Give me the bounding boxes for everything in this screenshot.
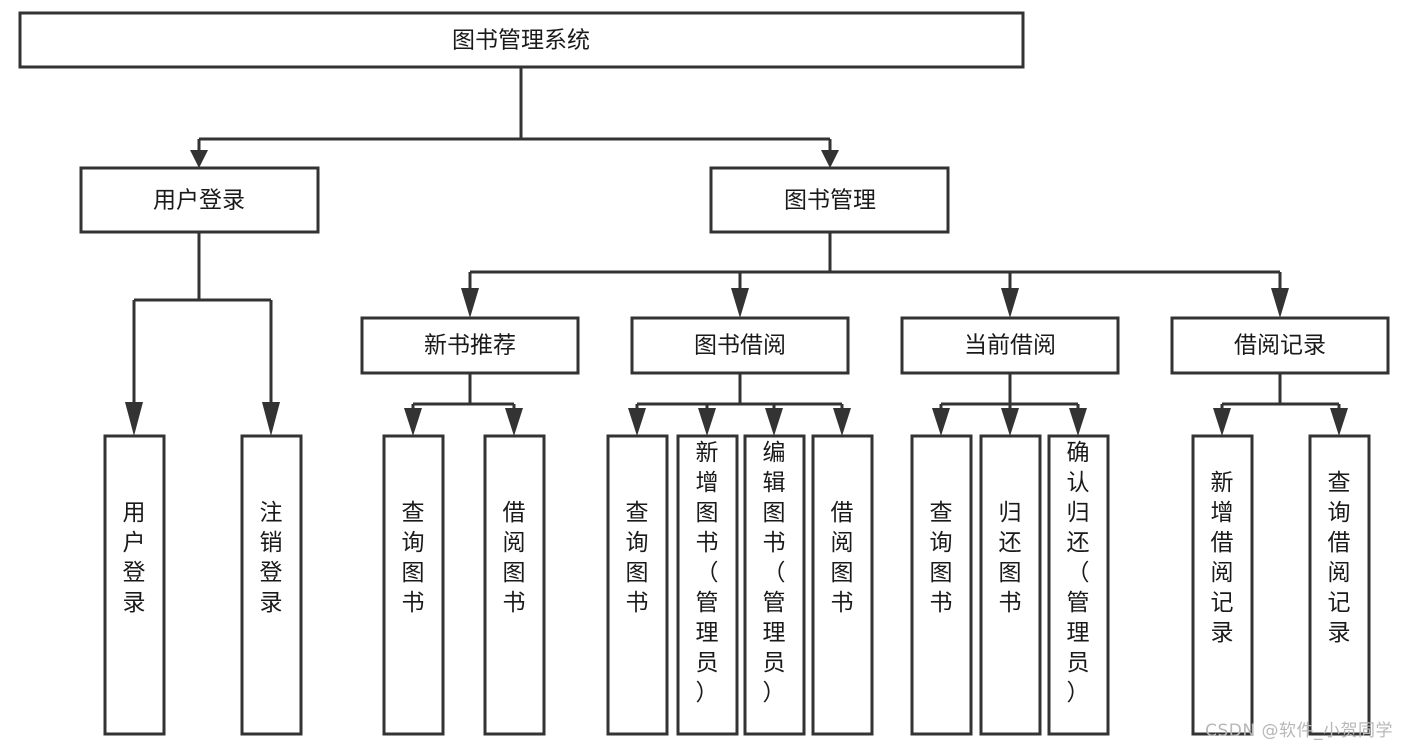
node-leaf-borrow-book-2[interactable]: 借阅图书 xyxy=(811,434,874,736)
node-leaf-add-record-label: 新增借阅记录 xyxy=(1211,470,1234,646)
node-login[interactable]: 用户登录 xyxy=(79,166,320,234)
node-current-box[interactable] xyxy=(900,316,1120,375)
node-record-box[interactable] xyxy=(1170,316,1390,375)
node-leaf-query-record-box[interactable] xyxy=(1308,434,1371,736)
arrow-head-leaf-confirm-return xyxy=(1069,408,1087,436)
arrow-head-leaf-borrow-book-1 xyxy=(505,408,523,436)
node-leaf-add-record[interactable]: 新增借阅记录 xyxy=(1191,434,1254,736)
node-leaf-query-book-3-label: 查询图书 xyxy=(930,500,953,616)
node-leaf-confirm-return-label: 确认归还（管理员） xyxy=(1067,440,1090,706)
arrow-head-leaf-user-login xyxy=(125,402,143,436)
node-leaf-query-record[interactable]: 查询借阅记录 xyxy=(1308,434,1371,736)
arrow-head-leaf-query-book-2 xyxy=(628,408,646,436)
connector-layer xyxy=(125,67,1348,436)
node-leaf-borrow-book-1-box[interactable] xyxy=(483,434,546,736)
node-leaf-query-book-2-label: 查询图书 xyxy=(626,500,649,616)
node-newbook-label: 新书推荐 xyxy=(424,333,516,359)
arrow-head-leaf-return-book xyxy=(1001,408,1019,436)
node-borrow-box[interactable] xyxy=(630,316,850,375)
node-leaf-borrow-book-1-label: 借阅图书 xyxy=(503,500,526,616)
node-leaf-query-book-3-box[interactable] xyxy=(910,434,973,736)
node-leaf-borrow-book-2-box[interactable] xyxy=(811,434,874,736)
arrow-head-leaf-add-record xyxy=(1213,408,1231,436)
node-leaf-add-record-box[interactable] xyxy=(1191,434,1254,736)
node-leaf-confirm-return-box[interactable] xyxy=(1047,434,1110,736)
node-borrow[interactable]: 图书借阅 xyxy=(630,316,850,375)
node-leaf-user-logout[interactable]: 注销登录 xyxy=(240,434,303,736)
arrow-head-leaf-add-book xyxy=(698,408,716,436)
node-root-label: 图书管理系统 xyxy=(452,28,590,54)
arrow-head-leaf-borrow-book-2 xyxy=(833,408,851,436)
node-leaf-user-login-label: 用户登录 xyxy=(123,500,146,616)
node-leaf-user-login-box[interactable] xyxy=(103,434,166,736)
node-current-label: 当前借阅 xyxy=(964,333,1056,359)
node-leaf-query-book-3[interactable]: 查询图书 xyxy=(910,434,973,736)
arrow-head-newbook xyxy=(461,288,479,318)
node-record-label: 借阅记录 xyxy=(1234,333,1326,359)
node-bookmgmt-label: 图书管理 xyxy=(784,188,876,214)
arrow-head-current xyxy=(1001,288,1019,318)
node-leaf-user-login[interactable]: 用户登录 xyxy=(103,434,166,736)
arrow-head-login xyxy=(190,150,208,168)
node-leaf-query-book-1-box[interactable] xyxy=(382,434,445,736)
node-leaf-add-book[interactable]: 新增图书（管理员） xyxy=(676,434,739,736)
node-leaf-borrow-book-1[interactable]: 借阅图书 xyxy=(483,434,546,736)
arrow-head-leaf-query-book-1 xyxy=(404,408,422,436)
node-leaf-return-book[interactable]: 归还图书 xyxy=(979,434,1042,736)
node-leaf-query-book-1-label: 查询图书 xyxy=(402,500,425,616)
node-record[interactable]: 借阅记录 xyxy=(1170,316,1390,375)
node-bookmgmt[interactable]: 图书管理 xyxy=(709,166,950,234)
node-leaf-add-book-box[interactable] xyxy=(676,434,739,736)
node-leaf-return-book-box[interactable] xyxy=(979,434,1042,736)
node-leaf-query-book-2-box[interactable] xyxy=(606,434,669,736)
node-login-box[interactable] xyxy=(79,166,320,234)
arrow-head-leaf-query-book-3 xyxy=(932,408,950,436)
node-leaf-return-book-label: 归还图书 xyxy=(999,500,1022,616)
node-leaf-edit-book-box[interactable] xyxy=(743,434,806,736)
node-leaf-query-record-label: 查询借阅记录 xyxy=(1328,470,1351,646)
arrow-head-leaf-user-logout xyxy=(262,402,280,436)
node-current[interactable]: 当前借阅 xyxy=(900,316,1120,375)
node-leaf-confirm-return[interactable]: 确认归还（管理员） xyxy=(1047,434,1110,736)
arrow-head-borrow xyxy=(731,288,749,318)
arrow-head-leaf-edit-book xyxy=(765,408,783,436)
node-leaf-borrow-book-2-label: 借阅图书 xyxy=(831,500,854,616)
node-leaf-edit-book[interactable]: 编辑图书（管理员） xyxy=(743,434,806,736)
node-login-label: 用户登录 xyxy=(153,188,245,214)
node-newbook-box[interactable] xyxy=(360,316,580,375)
node-leaf-user-logout-box[interactable] xyxy=(240,434,303,736)
node-newbook[interactable]: 新书推荐 xyxy=(360,316,580,375)
node-leaf-edit-book-label: 编辑图书（管理员） xyxy=(763,440,786,706)
node-bookmgmt-box[interactable] xyxy=(709,166,950,234)
arrow-head-bookmgmt xyxy=(821,150,839,168)
arrow-head-record xyxy=(1271,288,1289,318)
node-borrow-label: 图书借阅 xyxy=(694,333,786,359)
node-root-box[interactable] xyxy=(18,11,1025,69)
node-leaf-query-book-1[interactable]: 查询图书 xyxy=(382,434,445,736)
node-leaf-user-logout-label: 注销登录 xyxy=(260,500,283,616)
arrow-head-leaf-query-record xyxy=(1330,408,1348,436)
node-root[interactable]: 图书管理系统 xyxy=(18,11,1025,69)
node-leaf-add-book-label: 新增图书（管理员） xyxy=(696,440,719,706)
node-leaf-query-book-2[interactable]: 查询图书 xyxy=(606,434,669,736)
